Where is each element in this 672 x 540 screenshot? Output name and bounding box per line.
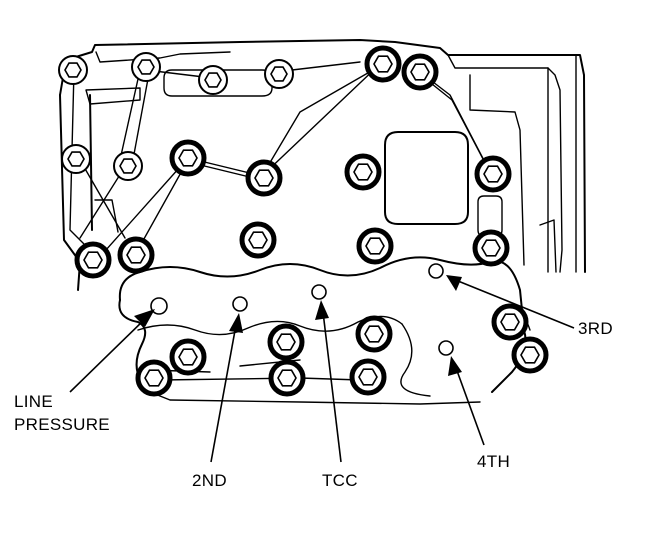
arrowhead-line-pressure	[134, 309, 155, 327]
arrowhead-3rd	[446, 275, 462, 291]
bolt	[349, 358, 387, 396]
leader-tcc	[322, 311, 342, 463]
label-tcc: TCC	[322, 471, 358, 490]
callout-leaders	[69, 275, 575, 463]
bolt	[239, 221, 277, 259]
port-2nd	[232, 296, 248, 312]
bolt	[131, 52, 161, 82]
bolt	[364, 45, 402, 83]
port-4th	[438, 340, 454, 356]
bolt	[169, 139, 207, 177]
label-2nd: 2ND	[192, 471, 227, 490]
leader-4th	[455, 367, 485, 446]
leader-3rd	[457, 280, 575, 329]
bolt	[74, 241, 112, 279]
arrowhead-4th	[448, 356, 462, 376]
bolt	[58, 55, 88, 85]
label-line-pressure-line2: PRESSURE	[14, 415, 110, 434]
arrowhead-tcc	[315, 300, 329, 320]
bolt-group-heavy	[74, 45, 549, 397]
bolt	[264, 59, 294, 89]
bolt	[356, 227, 394, 265]
passage-lines	[96, 61, 493, 261]
port-tcc	[311, 284, 327, 300]
label-3rd: 3RD	[578, 319, 613, 338]
bolt	[169, 338, 207, 376]
bolt	[511, 336, 549, 374]
bolt-group-light	[58, 52, 294, 181]
label-4th: 4TH	[477, 452, 510, 471]
bolt	[267, 323, 305, 361]
bolt	[61, 144, 91, 174]
bolt	[491, 303, 529, 341]
bolt	[117, 236, 155, 274]
bolt	[401, 53, 439, 91]
port-3rd	[428, 263, 444, 279]
arrowhead-2nd	[229, 313, 243, 333]
bolt	[474, 155, 512, 193]
callout-labels: LINE PRESSURE 2ND TCC 3RD 4TH	[14, 319, 613, 490]
bolt	[472, 229, 510, 267]
bolt	[268, 359, 306, 397]
bolt	[245, 159, 283, 197]
label-line-pressure-line1: LINE	[14, 392, 53, 411]
bolt	[355, 315, 393, 353]
ports	[150, 263, 454, 356]
port-line-pressure	[150, 297, 168, 315]
bolt	[113, 151, 143, 181]
bolt	[198, 65, 228, 95]
leader-2nd	[210, 324, 237, 463]
leader-line-pressure	[69, 317, 147, 393]
bolt	[344, 153, 382, 191]
bolt	[135, 359, 173, 397]
